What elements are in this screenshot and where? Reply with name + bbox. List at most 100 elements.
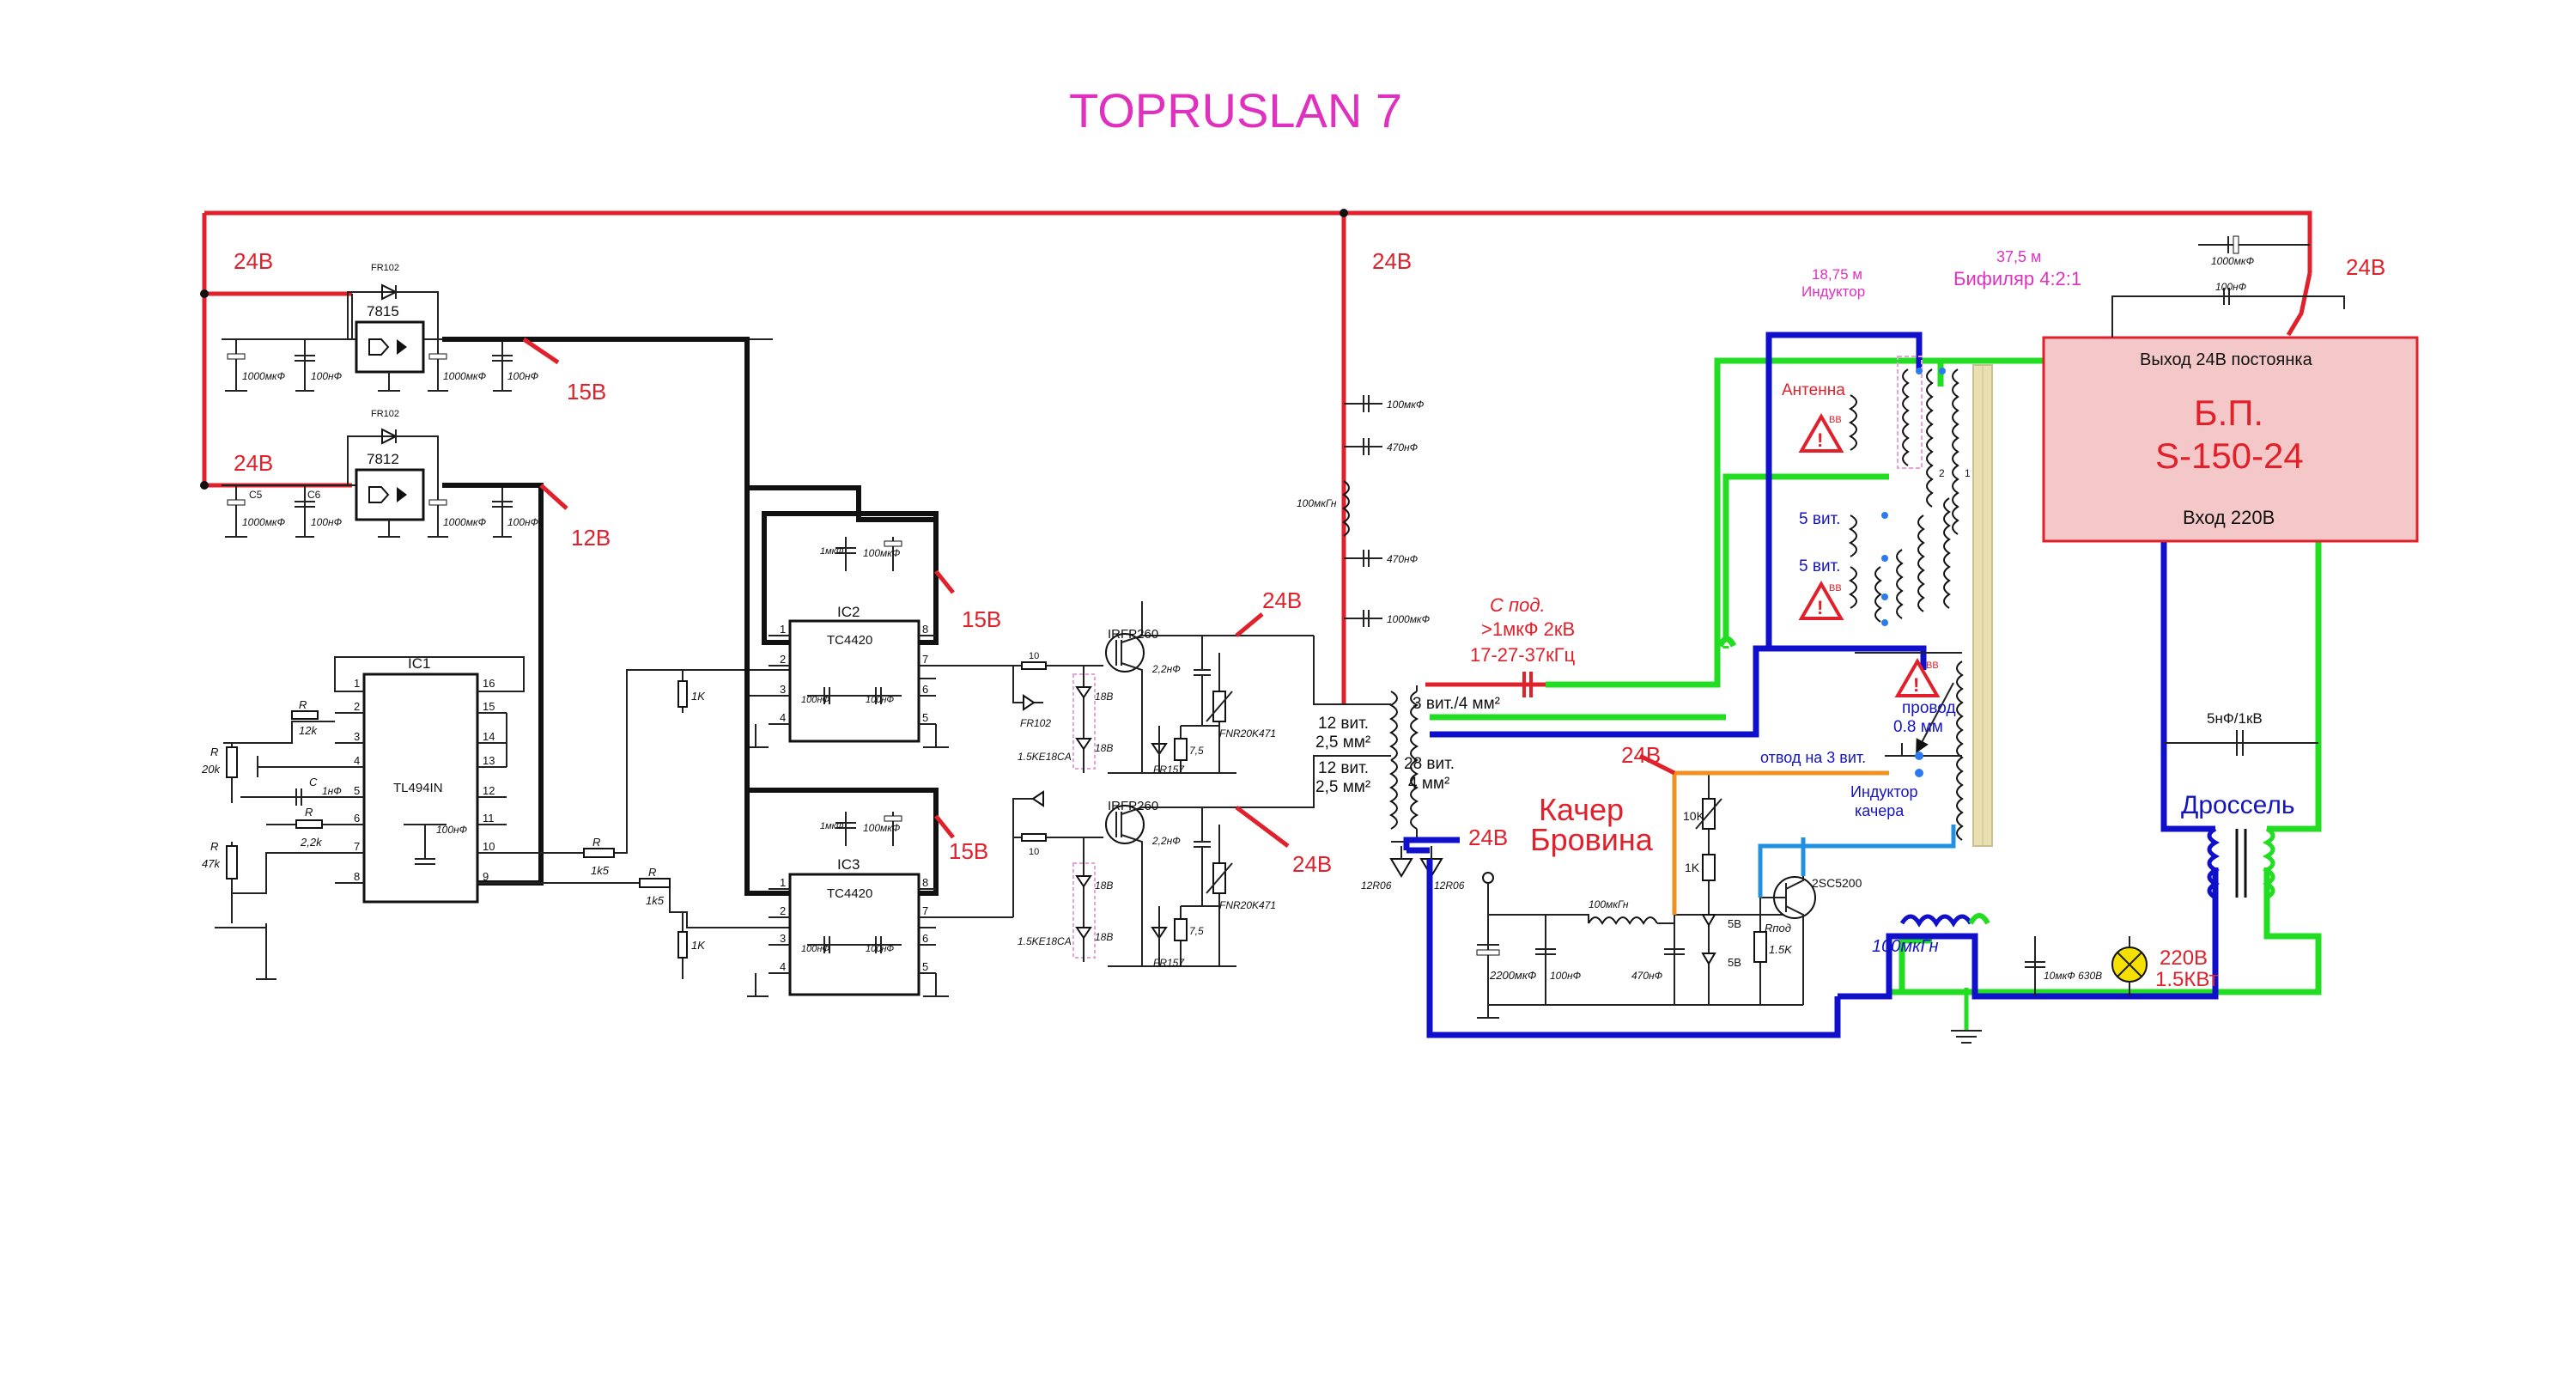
label-24v-a: 24В [234, 248, 273, 274]
cap-1000b-label: 1000мкФ [443, 370, 487, 382]
ic3-c100uf: 100мкФ [863, 822, 901, 834]
ic3-pins: 1 2 3 4 8 7 6 5 [780, 876, 928, 973]
tr-w1b: 2,5 мм² [1315, 733, 1370, 752]
ic1-r20k: 20k [201, 763, 221, 776]
varistor-2: FNR20K471 [1219, 899, 1276, 911]
ic3-cout: 100нФ [866, 944, 894, 954]
ic1-r-label: R [299, 698, 307, 711]
mosfet-stage-bottom [1012, 755, 1391, 967]
psu-c1000: 1000мкФ [2211, 255, 2255, 267]
series-cap-l3: 17-27-37кГц [1470, 644, 1576, 666]
ic1-pin-7: 7 [354, 840, 360, 853]
cap-100nd-label: 100нФ [507, 516, 539, 528]
turns-5a: 5 вит. [1799, 510, 1840, 528]
tvs-2-label: 1.5KE18CA [1018, 935, 1072, 947]
bifilar-length: 37,5 м [1996, 248, 2041, 265]
col-1000uf: 1000мкФ [1387, 613, 1431, 625]
column-filter [1342, 395, 1382, 627]
cap-1000c-label: 1000мкФ [242, 516, 286, 528]
res-1k5-a-label: 1k5 [591, 864, 610, 877]
ic1-pin-11: 11 [483, 812, 495, 825]
diode-fr102-b-label: FR102 [371, 409, 399, 419]
diode-12r06-a: 12R06 [1361, 880, 1392, 892]
res-gate-10-a: 10 [1029, 651, 1039, 661]
ic2-driver [747, 488, 1013, 748]
ic3-cin: 100нФ [801, 944, 829, 954]
ic3-pin-5: 5 [922, 960, 928, 973]
supply-24v-rails [200, 209, 2312, 704]
ic3-c1uf: 1мкФ [820, 821, 844, 831]
zener-2a: 18В [1095, 880, 1113, 892]
ic1-pin-6: 6 [354, 812, 360, 825]
cap-gate-1: 2,2нФ [1151, 663, 1181, 675]
kacher-rpod: Rпод [1765, 922, 1791, 934]
mosfet-1-label: IRFP260 [1108, 627, 1158, 642]
ic2-cin: 100нФ [801, 695, 829, 705]
hv-warning-icon: ! [1894, 657, 1941, 697]
cap-gate-2: 2,2нФ [1151, 835, 1181, 847]
tvs-1-label: 1.5KE18CA [1018, 751, 1072, 763]
res-75-a: 7,5 [1189, 745, 1204, 757]
regulator-7812-block [222, 428, 513, 538]
label-24v-d: 24В [2346, 254, 2385, 280]
ic1-part: TL494IN [393, 781, 443, 795]
hv-warning-icon: ! [1798, 412, 1844, 453]
kacher-zener-5a: 5В [1728, 917, 1741, 930]
ic2-pin-4: 4 [780, 711, 786, 724]
ic3-pin-2: 2 [780, 904, 786, 917]
ic1-pin-labels-left: 1 2 3 4 5 6 7 8 [354, 677, 360, 883]
label-15v-a: 15В [567, 379, 606, 405]
col-100uf: 100мкФ [1387, 399, 1425, 411]
psu-c100: 100нФ [2215, 281, 2247, 293]
ic2-c100uf: 100мкФ [863, 547, 901, 559]
ic1-pin-15: 15 [483, 700, 495, 713]
ic3-driver [744, 488, 1013, 997]
ic3-pin-8: 8 [922, 876, 928, 889]
kacher-c470: 470нФ [1631, 970, 1663, 982]
res-gate-10-b: 10 [1029, 847, 1039, 857]
turns-5b: 5 вит. [1799, 557, 1840, 575]
ic2-pins: 1 2 3 4 8 7 6 5 [780, 623, 928, 724]
ic2-part: TC4420 [827, 633, 872, 648]
load-choke: Дроссель [2181, 791, 2295, 819]
ic2-cout: 100нФ [866, 695, 894, 705]
label-24v-h: 24В [1468, 825, 1508, 850]
ic3-pin-3: 3 [780, 932, 786, 945]
diode-fr157-a: FR157 [1153, 764, 1185, 776]
ic1-tl494 [215, 656, 584, 980]
cap-100nc-label: 100нФ [311, 516, 343, 528]
series-cap-l1: С под. [1490, 594, 1546, 616]
kacher-c100: 100нФ [1550, 970, 1582, 982]
ic2-pin-5: 5 [922, 711, 928, 724]
kacher-r1k: 1K [1685, 861, 1700, 874]
ic2-pin-3: 3 [780, 683, 786, 696]
ic1-pin-4: 4 [354, 754, 360, 767]
kacher-title-1: Качер [1539, 792, 1624, 827]
ic1-pin-14: 14 [483, 730, 495, 743]
psu-name-1: Б.П. [2194, 393, 2263, 433]
bifilar-name: Бифиляр 4:2:1 [1953, 268, 2081, 289]
hv-label-2: ВВ [1829, 583, 1842, 593]
ic3-pin-6: 6 [922, 932, 928, 945]
load-l100: 100мкГн [1872, 937, 1939, 956]
res-1k5-b-label: 1k5 [646, 894, 665, 907]
label-24v-e: 24В [1262, 587, 1302, 613]
res-75-b: 7,5 [1189, 925, 1204, 937]
wire-diameter: 0.8 мм [1893, 718, 1943, 736]
inductor-length: 18,75 м [1812, 266, 1862, 283]
ic2-pin-7: 7 [922, 653, 928, 666]
psu-block [2042, 235, 2419, 543]
tr-w1: 12 вит. [1318, 715, 1369, 733]
label-12v: 12В [571, 525, 611, 551]
ic2-c1uf: 1мкФ [820, 546, 844, 557]
svg-text:!: ! [1817, 429, 1823, 451]
ic1-c100n: 100нФ [436, 824, 468, 836]
res-r-a-label: R [592, 836, 600, 849]
coil-n1: 1 [1965, 467, 1971, 479]
kacher-inductor-1: Индуктор [1850, 783, 1918, 800]
svg-text:!: ! [1817, 597, 1823, 618]
diode-fr157-b: FR157 [1153, 957, 1185, 969]
hv-warning-icon: ! [1798, 580, 1844, 620]
res-1k-b-label: 1K [691, 939, 706, 952]
ic1-pin-1: 1 [354, 677, 360, 690]
